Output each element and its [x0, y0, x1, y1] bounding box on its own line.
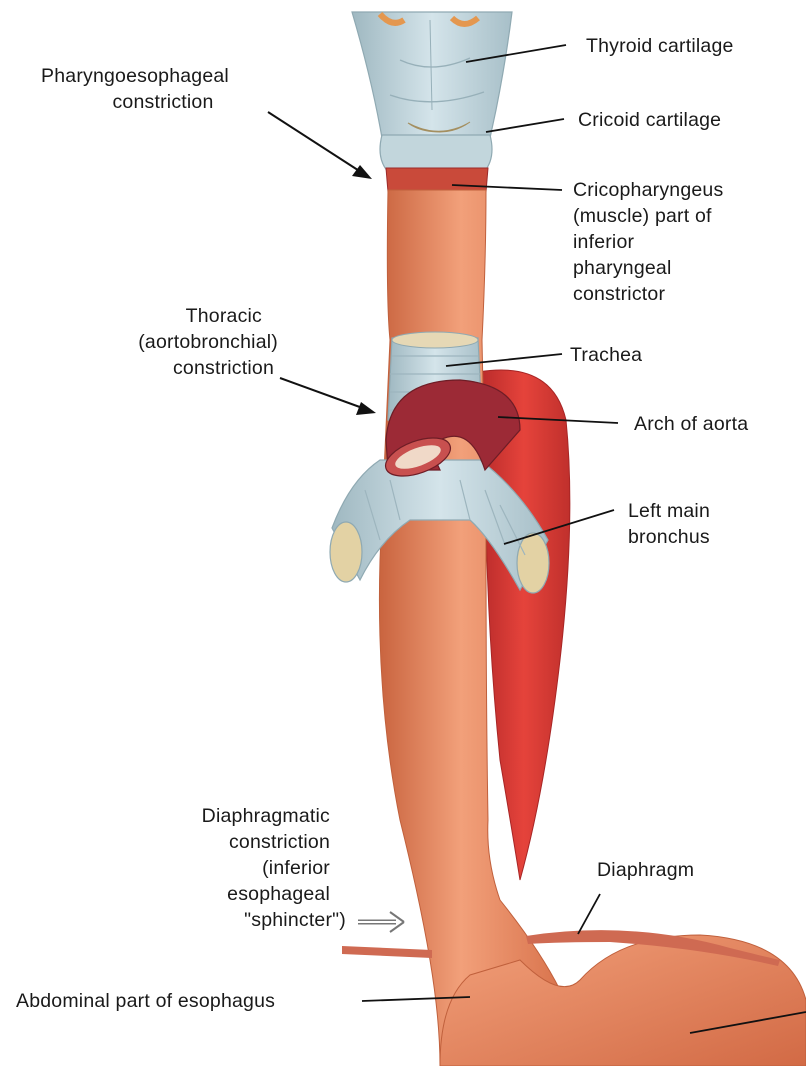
diaphragm-left-shape [342, 946, 432, 958]
label-cricoid-cartilage: Cricoid cartilage [578, 107, 721, 133]
label-pharyngoesophageal-constriction: Pharyngoesophageal constriction [14, 63, 256, 115]
label-left-main-bronchus: Left main bronchus [628, 498, 710, 550]
pharyngoesophageal-arrow-icon [268, 112, 372, 179]
thoracic-arrow-icon [280, 378, 376, 415]
label-arch-of-aorta: Arch of aorta [634, 411, 748, 437]
label-diaphragm: Diaphragm [597, 857, 694, 883]
label-diaphragmatic-constriction: Diaphragmatic constriction (inferior eso… [130, 803, 330, 933]
label-cricopharyngeus: Cricopharyngeus (muscle) part of inferio… [573, 177, 723, 307]
label-thyroid-cartilage: Thyroid cartilage [586, 33, 734, 59]
label-thoracic-constriction: Thoracic (aortobronchial) constriction [82, 303, 278, 381]
label-abdominal-part-of-esophagus: Abdominal part of esophagus [16, 988, 275, 1014]
diaphragmatic-arrow-icon [358, 912, 404, 932]
thyroid-cartilage-shape [352, 12, 512, 138]
label-trachea: Trachea [570, 342, 642, 368]
